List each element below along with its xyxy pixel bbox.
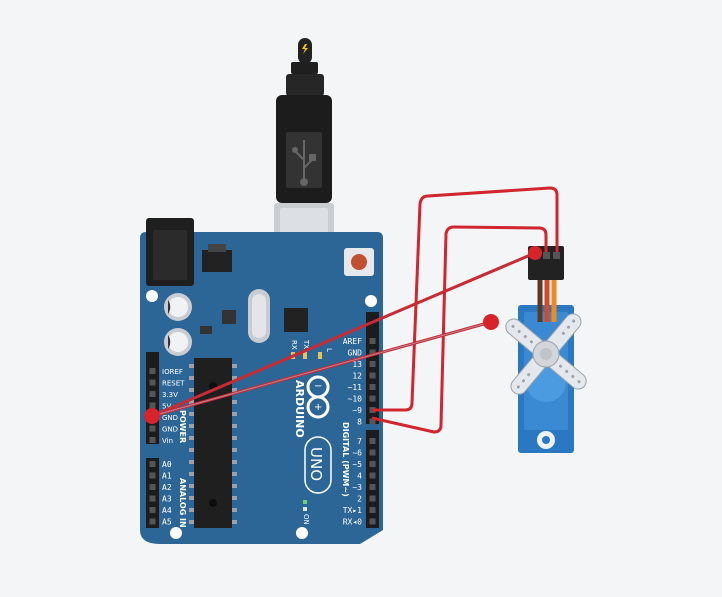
pin-label: TX▸1 [343,506,362,515]
header-pin[interactable] [149,402,156,409]
power-section-label: POWER [178,410,187,443]
mounting-hole [146,290,158,302]
header-pin[interactable] [149,437,156,443]
digital-section-label: DIGITAL (PWM~) [341,422,350,497]
wire-power [371,225,548,434]
led-rx-label: RX [290,340,298,350]
pin-label: 4 [357,472,362,481]
pin-label: 7 [357,437,362,446]
pin-label: A2 [162,483,172,492]
header-pin[interactable] [149,518,156,525]
pin-label: ~10 [348,395,363,404]
brand-label: ARDUINO [293,380,306,438]
header-pin[interactable] [149,472,156,479]
led-tx [303,352,307,359]
header-pin[interactable] [369,384,376,390]
header-pin[interactable] [369,507,376,513]
header-pin[interactable] [369,361,376,367]
header-pin[interactable] [369,518,376,525]
pin-label: RX◂0 [343,518,362,527]
digital-bottom-pins: 7 ~6 ~5 4 ~3 2TX▸1RX◂0 [343,437,376,527]
digital-header-top [366,312,379,424]
analog-header [146,458,159,528]
wire-endpoint[interactable] [144,408,160,424]
pin-label: A0 [162,460,172,469]
on-label: ON [302,514,310,525]
pin-label: Vin [162,437,173,445]
header-pin[interactable] [149,425,156,432]
header-pin[interactable] [369,395,376,402]
pin-label: RESET [162,380,185,388]
header-pin[interactable] [149,391,156,397]
header-pin[interactable] [149,484,156,490]
pin-label: A1 [162,472,172,481]
header-pin[interactable] [369,372,376,379]
arduino-uno-board[interactable]: L TX RX [140,218,383,544]
pin-label: 8 [357,418,362,427]
servo-horn[interactable] [476,284,617,425]
capacitor [164,328,192,356]
micro-servo[interactable] [476,246,617,453]
header-pin[interactable] [369,484,376,490]
uno-badge [304,436,332,494]
reset-button[interactable] [344,248,374,276]
led-tx-label: TX [302,339,310,349]
mounting-hole [296,527,308,539]
pin-label: 5V [162,403,171,411]
analog-section-label: ANALOG IN [178,478,187,528]
header-pin[interactable] [369,461,376,467]
header-pin[interactable] [149,379,156,386]
header-pin[interactable] [369,472,376,479]
pin-label: 13 [352,360,362,369]
header-pin[interactable] [369,349,376,356]
led-l [318,352,322,359]
wire-signal [372,186,559,412]
mounting-hole [365,295,377,307]
pin-label: 2 [357,495,362,504]
header-pin[interactable] [149,507,156,513]
pin-label: A4 [162,506,172,515]
header-pin[interactable] [369,418,376,425]
mounting-hole [170,527,182,539]
digital-header-bottom [366,430,379,528]
pin-label: 12 [352,372,362,381]
header-pin[interactable] [369,495,376,502]
header-pin[interactable] [369,449,376,456]
header-pin[interactable] [149,495,156,502]
pin-label: ~5 [352,460,362,469]
header-pin[interactable] [369,338,376,344]
wire-endpoint[interactable] [483,314,499,330]
header-pin[interactable] [149,368,156,374]
infinity-logo-icon [306,375,330,419]
pin-label: ~3 [352,483,362,492]
pin-label: GND [162,426,178,434]
pin-label: AREF [343,337,362,346]
lightning-icon [302,44,308,54]
pin-label: A5 [162,518,172,527]
atmega-chip [189,358,237,528]
wire-gnd-b [151,251,536,418]
pin-label: GND [348,349,363,358]
pin-label: 3.3V [162,391,178,399]
pin-label: GND [162,414,178,422]
pin-label: ~11 [348,383,363,392]
pin-label: IOREF [162,368,183,376]
svg-text:−: − [314,381,322,392]
header-pin[interactable] [369,438,376,444]
pin-label: A3 [162,495,172,504]
model-label: UNO [307,447,325,481]
led-l-label: L [325,348,333,352]
capacitor [164,293,192,321]
pin-label: ~9 [352,406,362,415]
header-pin[interactable] [149,461,156,467]
svg-text:+: + [314,402,322,413]
wire-endpoint[interactable] [528,246,542,260]
usb-icon [292,140,316,186]
pin-label: ~6 [352,449,362,458]
